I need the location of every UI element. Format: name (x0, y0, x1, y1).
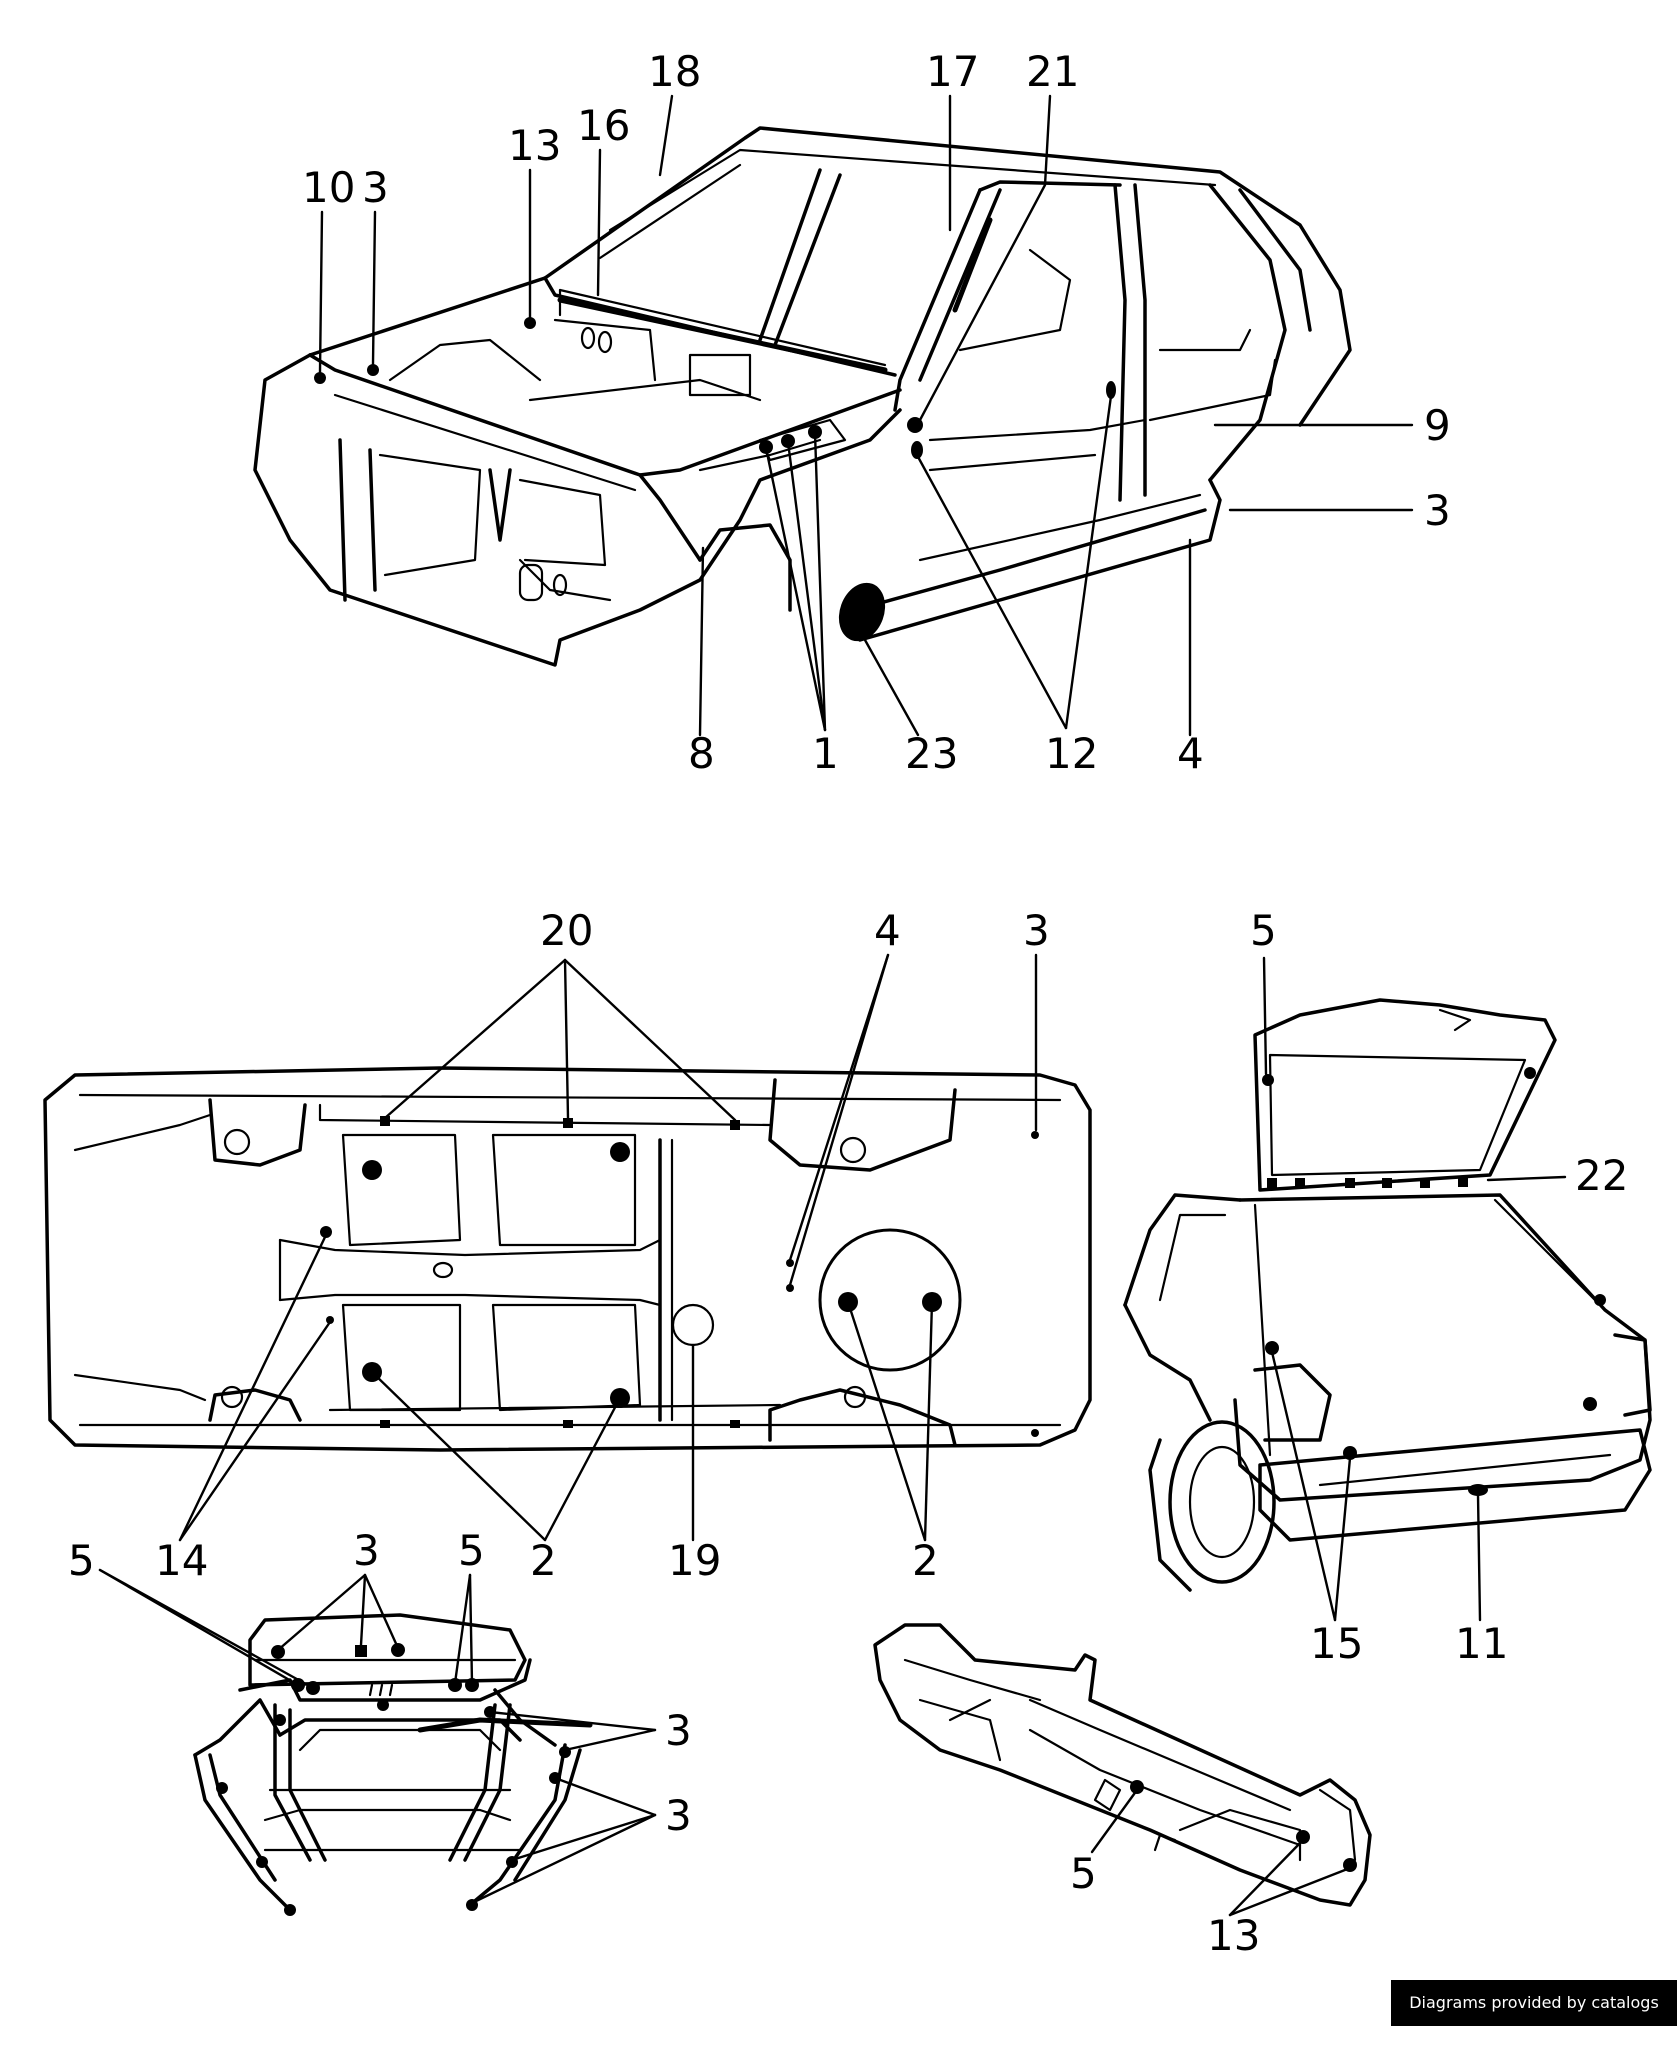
callout-5: 5 (1070, 1849, 1097, 1898)
floor-pan-illustration (43, 1066, 1092, 1452)
rear-hatch-illustration (1123, 998, 1652, 1592)
callout-5: 5 (1250, 906, 1277, 955)
callout-11: 11 (1455, 1619, 1508, 1668)
diagram-canvas: 18 17 21 16 13 10 3 9 3 8 1 23 12 4 (43, 47, 1652, 1960)
callout-10: 10 (302, 163, 355, 212)
floor-callouts: 20 4 3 14 2 19 2 5 (68, 906, 1050, 1585)
callout-17: 17 (926, 47, 979, 96)
callout-22: 22 (1575, 1151, 1628, 1200)
rear-bumper-illustration (873, 1623, 1372, 1907)
callout-13: 13 (1207, 1911, 1260, 1960)
body-shell-illustration (253, 126, 1352, 667)
callout-5: 5 (458, 1526, 485, 1575)
callout-16: 16 (577, 101, 630, 150)
callout-4: 4 (874, 906, 901, 955)
callout-23: 23 (905, 729, 958, 778)
callout-13: 13 (508, 121, 561, 170)
callout-3: 3 (353, 1526, 380, 1575)
callout-3: 3 (665, 1706, 692, 1755)
bumper-callouts: 5 13 (1070, 1788, 1352, 1960)
callout-20: 20 (540, 906, 593, 955)
callout-8: 8 (688, 729, 715, 778)
callout-19: 19 (668, 1536, 721, 1585)
callout-3: 3 (665, 1791, 692, 1840)
callout-3: 3 (1023, 906, 1050, 955)
callout-3: 3 (1424, 486, 1451, 535)
callout-3: 3 (362, 163, 389, 212)
callout-21: 21 (1026, 47, 1079, 96)
callout-5: 5 (68, 1536, 95, 1585)
callout-15: 15 (1310, 1619, 1363, 1668)
sealing-points-diagram: 18 17 21 16 13 10 3 9 3 8 1 23 12 4 (43, 47, 1677, 2058)
callout-9: 9 (1424, 401, 1451, 450)
footer-credit: Diagrams provided by catalogs parts (1391, 1980, 1677, 2058)
front-callouts: 5 14 3 5 3 3 (68, 1526, 692, 1905)
callout-2: 2 (530, 1536, 557, 1585)
rear-callouts: 5 22 15 11 (1250, 906, 1628, 1668)
callout-18: 18 (648, 47, 701, 96)
callout-2: 2 (912, 1536, 939, 1585)
callout-14: 14 (155, 1536, 208, 1585)
top-callouts: 18 17 21 16 13 10 3 9 3 8 1 23 12 4 (302, 47, 1451, 778)
front-end-underside-illustration (193, 1613, 593, 1916)
callout-12: 12 (1045, 729, 1098, 778)
callout-1: 1 (812, 729, 839, 778)
callout-5: 5 (68, 1536, 95, 1585)
callout-4: 4 (1177, 729, 1204, 778)
